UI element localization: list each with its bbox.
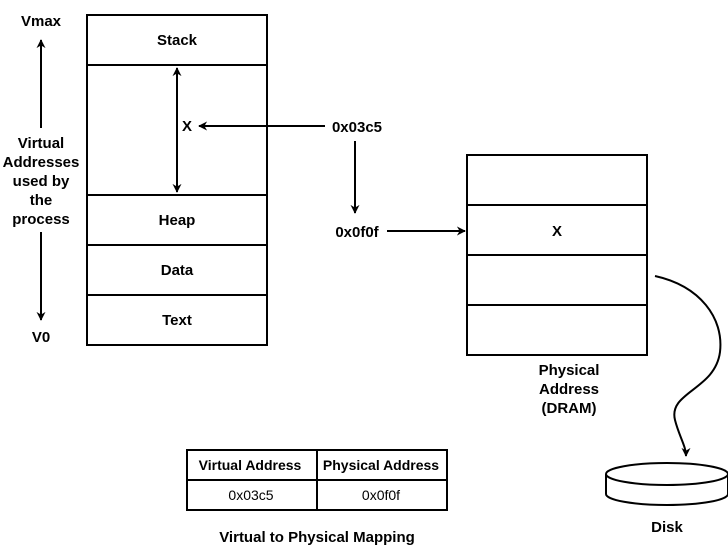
dram-frame-4 — [466, 304, 648, 356]
virtual-addresses-label-line-4: the — [30, 192, 53, 209]
virtual-addresses-label-line-5: process — [12, 211, 70, 228]
physical-entry-x-label: X — [552, 223, 562, 240]
virtual-addresses-label-line-1: Virtual — [18, 135, 64, 152]
dram-caption-line-3: (DRAM) — [542, 400, 597, 417]
disk-label: Disk — [651, 519, 683, 536]
stack-segment — [86, 14, 268, 66]
disk-icon — [605, 462, 728, 506]
physical-address-label: 0x0f0f — [335, 224, 379, 241]
virtual-addresses-label-line-3: used by — [13, 173, 70, 190]
mapping-table-caption: Virtual to Physical Mapping — [219, 529, 415, 546]
v0-label: V0 — [32, 329, 50, 346]
mapping-table-header-physical: Physical Address — [323, 457, 439, 473]
swap-to-disk-arrow — [654, 275, 722, 457]
vmax-label: Vmax — [21, 13, 62, 30]
virtual-addresses-label-line-2: Addresses — [3, 154, 80, 171]
data-label: Data — [161, 262, 194, 279]
dram-caption-line-2: Address — [539, 381, 599, 398]
text-label: Text — [162, 312, 192, 329]
dram-frame-1 — [466, 154, 648, 206]
dram-frame-2 — [466, 204, 648, 256]
heap-segment — [86, 194, 268, 246]
mapping-table-cell-virtual: 0x03c5 — [228, 487, 273, 503]
dram-caption-line-1: Physical — [539, 362, 600, 379]
virtual-address-label: 0x03c5 — [332, 119, 382, 136]
data-segment — [86, 244, 268, 296]
mapping-table-header-virtual: Virtual Address — [199, 457, 302, 473]
dram-frame-3 — [466, 254, 648, 306]
virtual-entry-x-label: X — [182, 118, 192, 135]
stack-label: Stack — [157, 32, 198, 49]
mapping-table-cell-physical: 0x0f0f — [362, 487, 400, 503]
text-segment — [86, 294, 268, 346]
mapping-table — [186, 449, 448, 511]
heap-label: Heap — [159, 212, 196, 229]
